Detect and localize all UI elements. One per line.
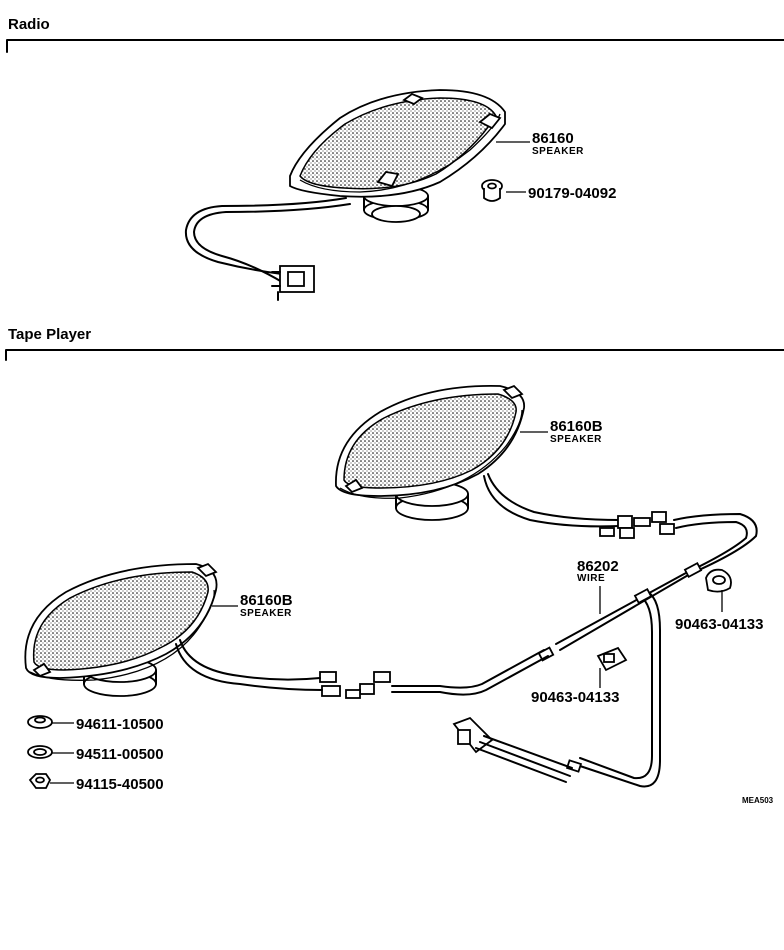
part-no-hardware-2: 94511-00500 [76,746,164,763]
clamp-right-icon [705,568,732,593]
clamp-center-icon [596,646,628,672]
section-title-radio: Radio [8,16,50,33]
diagram-code: MEA503 [742,796,774,805]
part-no-radio-speaker: 86160 [532,130,574,147]
lock-washer-94511-icon [27,745,53,759]
part-no-clip: 90179-04092 [528,185,616,202]
clip-90179-icon [481,179,503,202]
section-tape-player: Tape Player [5,326,784,805]
part-name-upper-speaker: SPEAKER [550,434,602,445]
radio-speaker-drawing [289,89,506,223]
washer-94611-icon [27,715,53,729]
lower-speaker-drawing [24,562,218,697]
section-bracket-radio [6,39,784,53]
section-title-tape-player: Tape Player [8,326,91,343]
part-name-lower-speaker: SPEAKER [240,608,292,619]
upper-speaker-drawing [335,384,525,521]
nut-94115-icon [28,773,52,789]
part-no-lower-speaker: 86160B [240,592,293,609]
part-no-hardware-3: 94115-40500 [76,776,164,793]
part-no-clamp-center: 90463-04133 [531,689,619,706]
part-no-hardware-1: 94611-10500 [76,716,164,733]
part-no-wire: 86202 [577,558,619,575]
part-name-wire: WIRE [577,573,605,584]
part-name-radio-speaker: SPEAKER [532,146,584,157]
part-no-clamp-right: 90463-04133 [675,616,763,633]
radio-speaker-cable [184,197,351,301]
section-radio: Radio [6,16,784,301]
wire-harness-drawing [175,473,758,788]
part-no-upper-speaker: 86160B [550,418,603,435]
section-bracket-tape-player [5,349,784,361]
